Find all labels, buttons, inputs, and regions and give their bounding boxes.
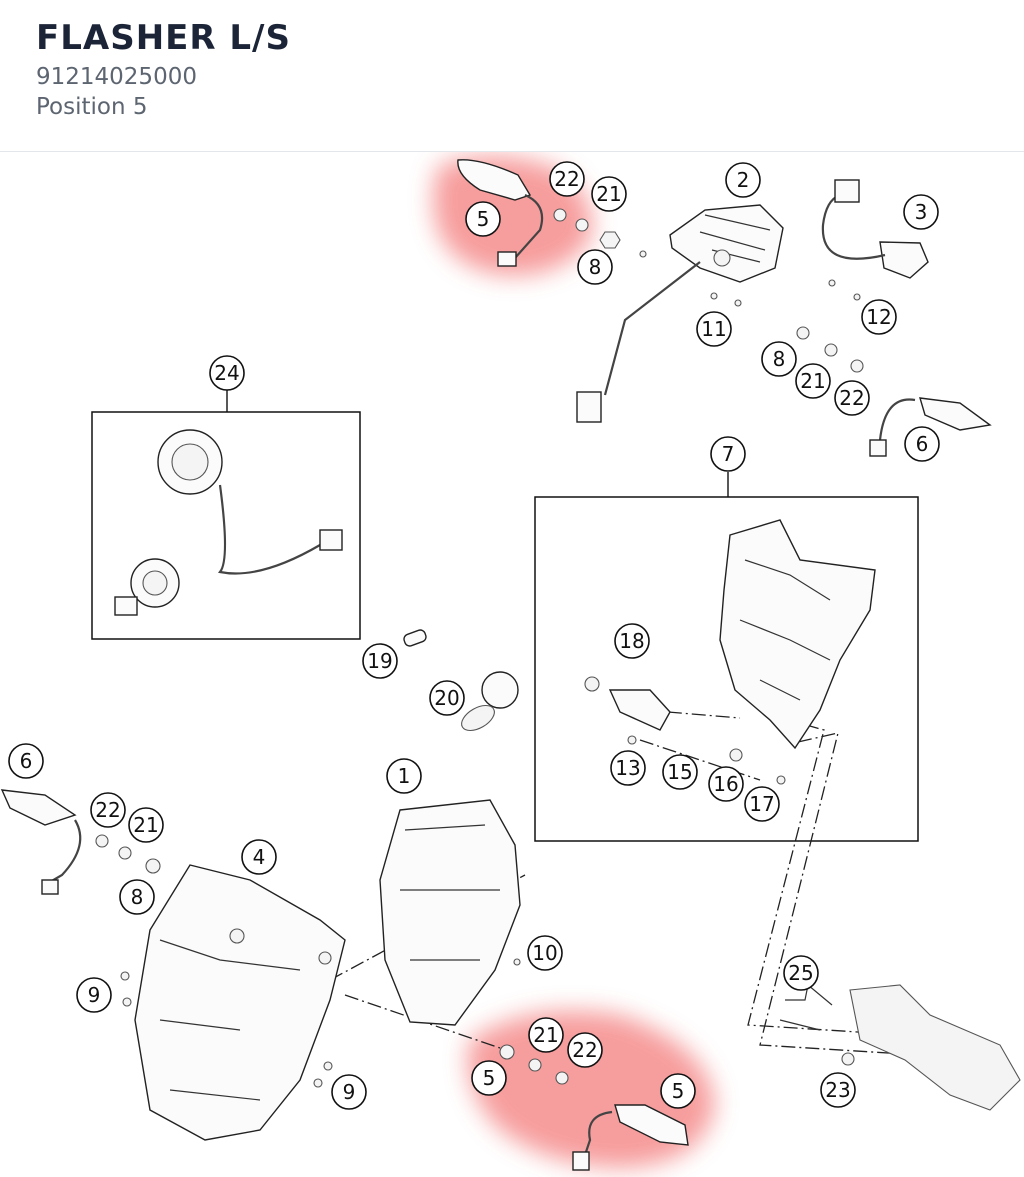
headlight-mask-part — [134, 864, 346, 1141]
svg-text:9: 9 — [343, 1080, 356, 1104]
callout-6-left[interactable]: 6 — [8, 743, 44, 779]
svg-text:8: 8 — [773, 347, 786, 371]
small-hardware — [95, 208, 864, 1088]
svg-text:19: 19 — [367, 649, 392, 673]
svg-text:22: 22 — [554, 167, 579, 191]
svg-text:8: 8 — [131, 885, 144, 909]
svg-text:21: 21 — [133, 813, 158, 837]
callout-25[interactable]: 25 — [783, 955, 819, 991]
callout-5-top[interactable]: 5 — [465, 201, 501, 237]
svg-text:18: 18 — [619, 629, 644, 653]
callout-11[interactable]: 11 — [696, 311, 732, 347]
callout-3[interactable]: 3 — [903, 194, 939, 230]
callout-20[interactable]: 20 — [429, 680, 465, 716]
exploded-parts-diagram: 1 2 3 4 5 5 5 6 6 7 8 8 8 9 9 10 11 12 1… — [0, 156, 1021, 1171]
svg-text:16: 16 — [713, 772, 738, 796]
svg-text:13: 13 — [615, 756, 640, 780]
svg-text:4: 4 — [253, 845, 266, 869]
callout-22-right[interactable]: 22 — [834, 380, 870, 416]
flasher-left-part — [0, 789, 82, 895]
kit-box-7 — [534, 496, 919, 842]
svg-text:22: 22 — [572, 1038, 597, 1062]
headlight-part — [379, 799, 521, 1026]
callout-21-left[interactable]: 21 — [128, 807, 164, 843]
page-header: FLASHER L/S 91214025000 Position 5 — [0, 0, 1024, 152]
svg-text:25: 25 — [788, 961, 813, 985]
svg-text:12: 12 — [866, 305, 891, 329]
svg-text:3: 3 — [915, 200, 928, 224]
svg-text:5: 5 — [477, 207, 490, 231]
callout-2[interactable]: 2 — [725, 162, 761, 198]
callout-22-top[interactable]: 22 — [549, 161, 585, 197]
callout-18[interactable]: 18 — [614, 623, 650, 659]
flasher-right-part — [869, 397, 992, 457]
svg-text:9: 9 — [88, 983, 101, 1007]
svg-text:11: 11 — [701, 317, 726, 341]
tail-light-part — [576, 204, 784, 423]
svg-text:1: 1 — [398, 764, 411, 788]
svg-text:24: 24 — [214, 361, 239, 385]
mirror-bracket-part — [779, 983, 1021, 1111]
callout-16[interactable]: 16 — [708, 766, 744, 802]
callout-9-left[interactable]: 9 — [76, 977, 112, 1013]
flasher-bottom-part — [572, 1104, 689, 1171]
svg-text:17: 17 — [749, 792, 774, 816]
svg-text:5: 5 — [672, 1079, 685, 1103]
callout-15[interactable]: 15 — [662, 754, 698, 790]
svg-text:22: 22 — [839, 386, 864, 410]
svg-text:20: 20 — [434, 686, 459, 710]
socket-harness-part — [114, 429, 343, 616]
svg-text:10: 10 — [532, 941, 557, 965]
svg-text:6: 6 — [916, 432, 929, 456]
callout-21-top[interactable]: 21 — [591, 176, 627, 212]
svg-text:7: 7 — [722, 442, 735, 466]
callout-8-left[interactable]: 8 — [119, 879, 155, 915]
svg-text:23: 23 — [825, 1078, 850, 1102]
svg-text:21: 21 — [533, 1023, 558, 1047]
small-bulb-part — [403, 629, 427, 647]
page-title: FLASHER L/S — [36, 18, 291, 58]
callout-8-top[interactable]: 8 — [577, 249, 613, 285]
callout-21-right[interactable]: 21 — [795, 363, 831, 399]
callout-19[interactable]: 19 — [362, 643, 398, 679]
flasher-top-part — [457, 159, 544, 267]
callout-6-right[interactable]: 6 — [904, 426, 940, 462]
headlight-bulb-part — [461, 671, 519, 732]
svg-text:21: 21 — [800, 369, 825, 393]
callout-9-bottom[interactable]: 9 — [331, 1074, 367, 1110]
license-light-part — [821, 179, 929, 279]
callout-17[interactable]: 17 — [744, 786, 780, 822]
callout-22-bottom[interactable]: 22 — [567, 1032, 603, 1068]
callout-24[interactable]: 24 — [209, 355, 245, 391]
svg-text:8: 8 — [589, 255, 602, 279]
svg-text:6: 6 — [20, 749, 33, 773]
callout-4[interactable]: 4 — [241, 839, 277, 875]
callout-5-bottom-right[interactable]: 5 — [660, 1073, 696, 1109]
callout-5-bottom-left[interactable]: 5 — [471, 1060, 507, 1096]
callout-21-bottom[interactable]: 21 — [528, 1017, 564, 1053]
kit-box-24 — [91, 411, 361, 640]
part-number: 91214025000 — [36, 64, 197, 90]
svg-text:15: 15 — [667, 760, 692, 784]
callout-23[interactable]: 23 — [820, 1072, 856, 1108]
bracket-assembly-part — [608, 519, 876, 750]
callout-7[interactable]: 7 — [710, 436, 746, 472]
position-label: Position 5 — [36, 94, 148, 120]
svg-text:2: 2 — [737, 168, 750, 192]
svg-text:22: 22 — [95, 798, 120, 822]
callout-13[interactable]: 13 — [610, 750, 646, 786]
svg-text:5: 5 — [483, 1066, 496, 1090]
callout-8-right[interactable]: 8 — [761, 341, 797, 377]
callout-1[interactable]: 1 — [386, 758, 422, 794]
callout-22-left[interactable]: 22 — [90, 792, 126, 828]
callout-12[interactable]: 12 — [861, 299, 897, 335]
callout-10[interactable]: 10 — [527, 935, 563, 971]
svg-text:21: 21 — [596, 182, 621, 206]
